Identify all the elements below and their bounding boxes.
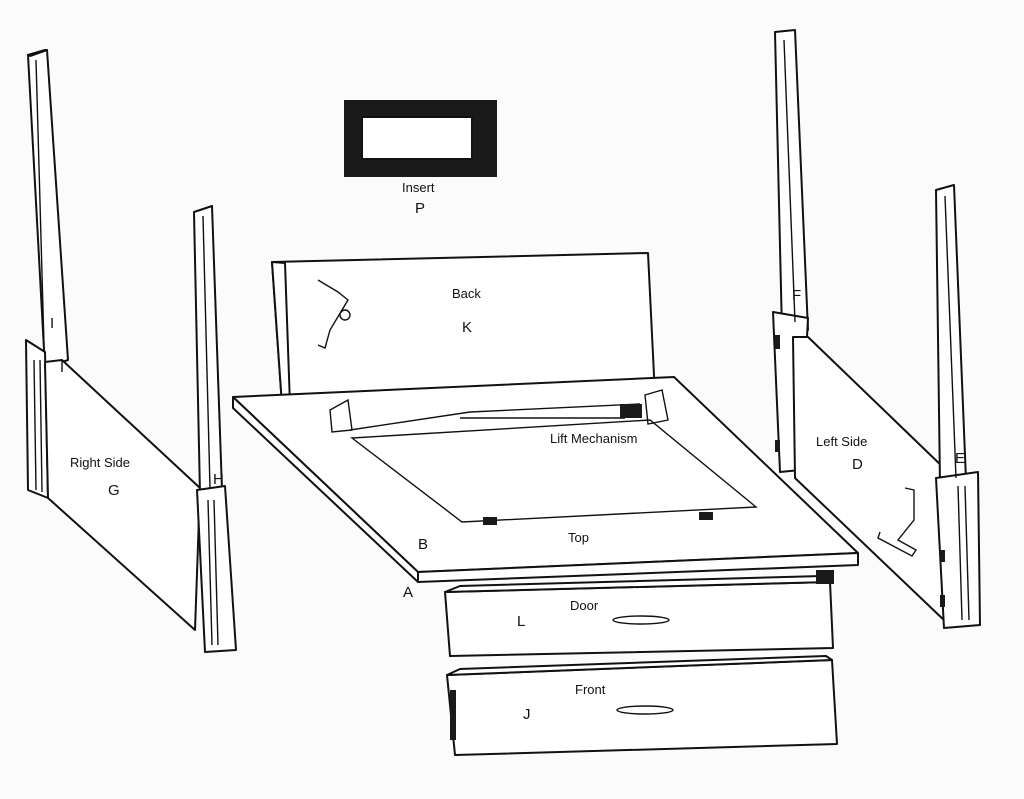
- lift-mechanism: [329, 389, 669, 433]
- back-letter: K: [462, 319, 472, 336]
- top-panel: [232, 376, 859, 583]
- door-panel: [444, 570, 834, 657]
- post-h-letter: H: [213, 471, 224, 488]
- left-side-name: Left Side: [816, 434, 867, 449]
- post-f-letter: F: [792, 287, 801, 304]
- right-side-letter: G: [108, 482, 120, 499]
- top-name: Top: [568, 530, 589, 545]
- back-name: Back: [452, 286, 481, 301]
- post-e: [935, 184, 981, 629]
- door-letter: L: [517, 613, 525, 630]
- door-name: Door: [570, 598, 599, 613]
- right-side-panel: [44, 359, 201, 631]
- front-panel: [446, 655, 838, 756]
- front-name: Front: [575, 682, 606, 697]
- front-letter: J: [523, 706, 531, 723]
- base-letter: A: [403, 584, 413, 601]
- post-e-letter: E: [955, 450, 965, 467]
- left-side-letter: D: [852, 456, 863, 473]
- post-i: [25, 49, 69, 499]
- insert-frame: [344, 100, 497, 177]
- insert-name: Insert: [402, 180, 435, 195]
- right-side-name: Right Side: [70, 455, 130, 470]
- lift-mechanism-name: Lift Mechanism: [550, 431, 637, 446]
- post-h: [193, 205, 237, 653]
- post-i-letter: I: [50, 315, 54, 332]
- top-letter: B: [418, 536, 428, 553]
- insert-letter: P: [415, 200, 425, 217]
